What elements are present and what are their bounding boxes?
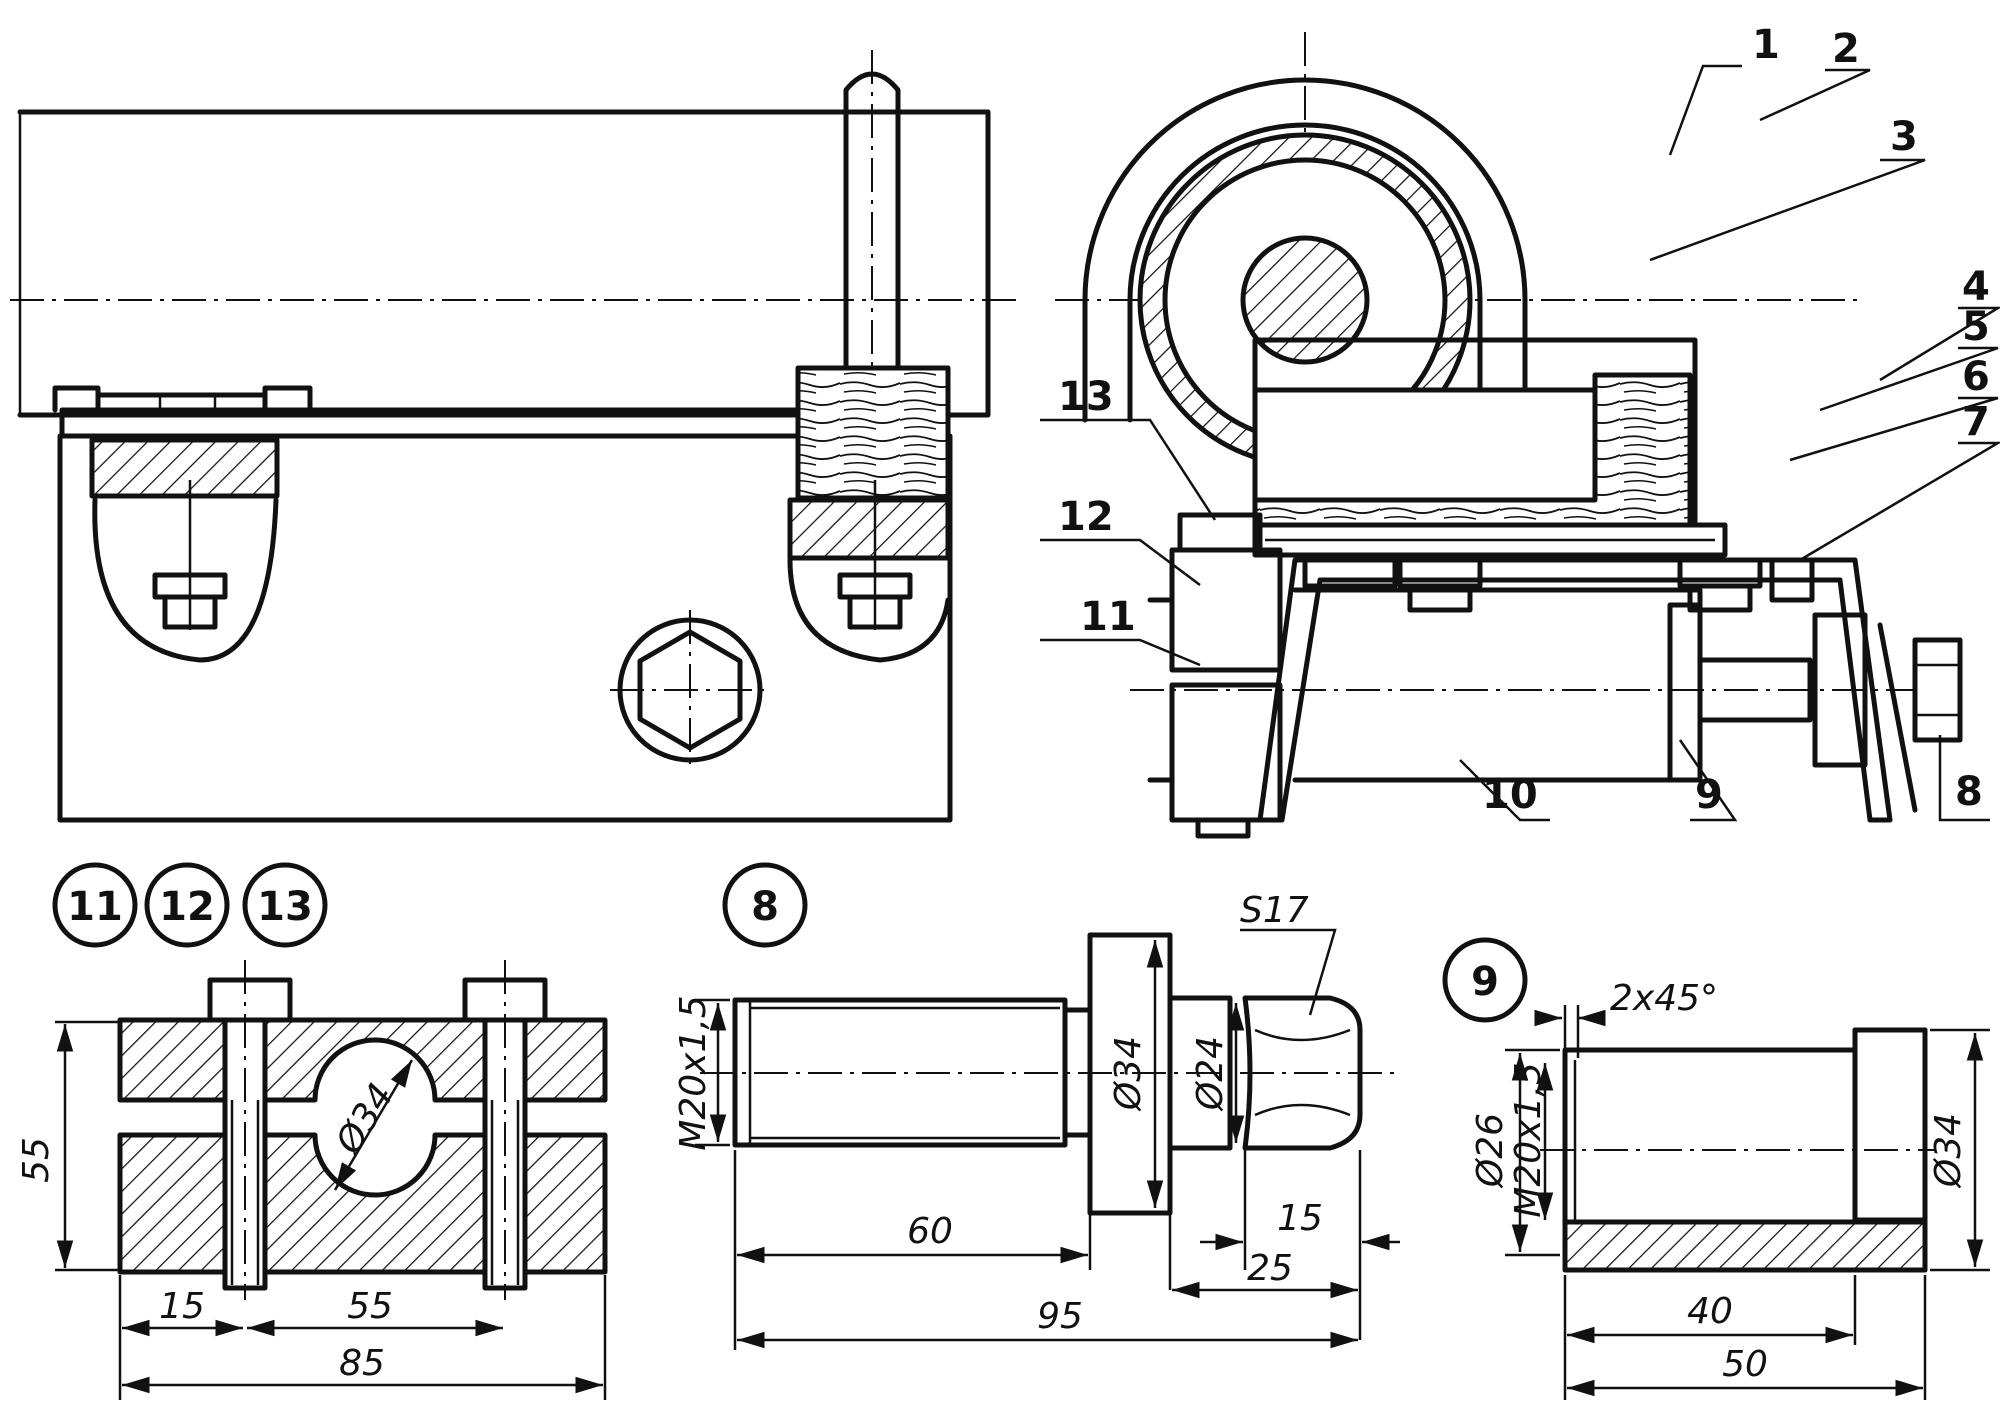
pipe-section	[1137, 132, 1473, 468]
angle-bracket	[1257, 557, 1893, 823]
end-nuts	[1302, 557, 1815, 613]
wood-block	[787, 365, 951, 561]
sleeve-9	[1667, 602, 1703, 783]
label-4: 4	[1879, 264, 2000, 382]
dim-wrench: S17	[1240, 890, 1309, 931]
part-number-labels: 1 2 3 4 5 6 7 8 9 10 11 12 13	[1040, 22, 2000, 822]
dim-shank: 60	[907, 1211, 953, 1252]
dim-tail: 25	[1247, 1248, 1293, 1289]
u-bolt-rod	[843, 50, 901, 480]
dim-collar: Ø34	[1108, 1036, 1149, 1112]
label-11: 11	[1040, 594, 1201, 667]
svg-text:6: 6	[1962, 354, 1990, 400]
dim-overall: 95	[1037, 1296, 1083, 1337]
label-6: 6	[1789, 354, 1999, 462]
circle-label-11: 11	[67, 884, 123, 930]
dim-head: 15	[1277, 1198, 1323, 1239]
label-3: 3	[1649, 114, 1926, 262]
bracket-plate	[52, 385, 805, 439]
label-8: 8	[1938, 735, 1990, 822]
end-view	[1055, 32, 1963, 839]
svg-text:3: 3	[1890, 114, 1918, 160]
svg-text:4: 4	[1962, 264, 1990, 310]
nuts-left	[152, 480, 228, 630]
dim-chamfer: 2x45°	[1610, 978, 1718, 1019]
bushing-dimensions: 2x45° Ø26 M20x1,5 Ø34 40 50	[1470, 978, 1990, 1400]
svg-text:8: 8	[1955, 769, 1983, 815]
bushing-body	[1540, 1027, 1935, 1273]
detail-circles-11-12-13: 11 12 13	[52, 862, 328, 948]
wood-beam	[1252, 337, 1698, 528]
nuts-right	[837, 480, 913, 630]
clamp-detail: 11 12 13 55 Ø34	[16, 862, 608, 1400]
base-frame	[57, 433, 953, 823]
shaft-stub	[1147, 597, 1175, 783]
svg-text:5: 5	[1962, 304, 1990, 350]
dim-height: 55	[16, 1137, 57, 1183]
dim-bore: Ø34	[327, 1077, 402, 1163]
clamp-block	[1169, 512, 1283, 839]
dim-neck: Ø24	[1190, 1036, 1231, 1112]
clamp-bolts	[207, 960, 548, 1300]
dim-thread: M20x1,5	[673, 995, 714, 1150]
label-1: 1	[1668, 22, 1780, 156]
label-7: 7	[1799, 399, 2000, 562]
hatched-base-left	[89, 437, 280, 499]
hex-nut-side	[610, 610, 770, 770]
svg-text:13: 13	[1058, 374, 1114, 420]
label-13: 13	[1040, 374, 1217, 521]
label-2: 2	[1759, 26, 1871, 122]
bolt-head-8	[1912, 637, 1963, 743]
dim-outer-small: Ø26	[1470, 1113, 1511, 1189]
dim-overall-bushing: 50	[1722, 1344, 1768, 1385]
bolt-detail: 8 M20x1,5 Ø34 Ø24 S17	[673, 862, 1400, 1350]
side-view	[10, 50, 1018, 823]
dim-total: 85	[339, 1343, 385, 1384]
svg-text:2: 2	[1832, 26, 1860, 72]
bolt-shank	[732, 997, 1068, 1148]
label-9: 9	[1678, 739, 1738, 822]
circle-label-8: 8	[751, 884, 779, 930]
circle-label-12: 12	[159, 884, 215, 930]
dim-thread-bushing: M20x1,5	[1508, 1062, 1549, 1217]
dim-inner: 40	[1687, 1291, 1733, 1332]
bolt-dimensions: M20x1,5 Ø34 Ø24 S17 15 60 25 95	[673, 890, 1400, 1350]
dim-left: 15	[159, 1286, 205, 1327]
label-10: 10	[1459, 759, 1550, 822]
svg-text:11: 11	[1080, 594, 1136, 640]
svg-text:1: 1	[1752, 22, 1780, 68]
dim-spacing: 55	[347, 1286, 393, 1327]
circle-label-13: 13	[257, 884, 313, 930]
bushing-detail: 9 2x45° Ø26 M20x1,5 Ø34	[1442, 937, 1990, 1400]
svg-text:12: 12	[1058, 494, 1114, 540]
u-clamp	[1082, 77, 1528, 423]
pipe-body	[10, 109, 1018, 418]
label-12: 12	[1040, 494, 1201, 586]
svg-text:7: 7	[1962, 399, 1990, 445]
dim-outer-big: Ø34	[1928, 1113, 1969, 1189]
plate-wheel	[1812, 612, 1918, 813]
bolt-hex-head	[1242, 995, 1363, 1151]
mount-plate	[1252, 522, 1728, 558]
circle-label-9: 9	[1471, 959, 1499, 1005]
label-5: 5	[1819, 304, 1999, 412]
